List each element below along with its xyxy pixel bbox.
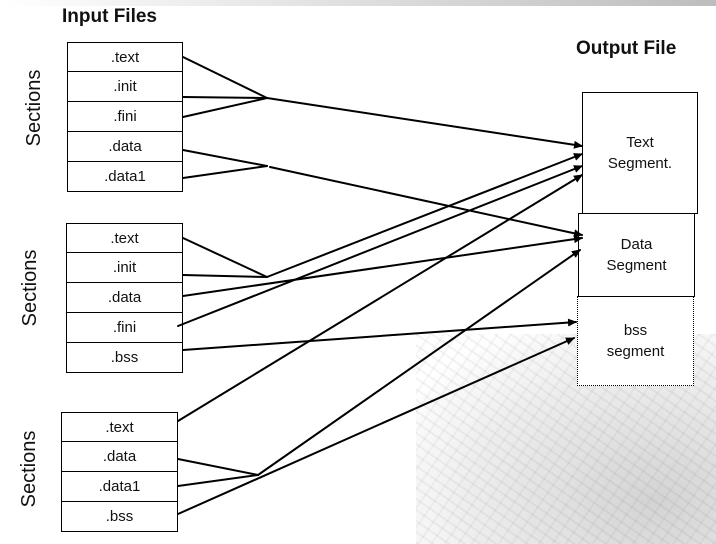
segment-name: bss — [623, 322, 648, 339]
wire-g2-text — [182, 237, 268, 278]
wire-g1-data — [182, 149, 268, 167]
input-files-heading: Input Files — [62, 6, 157, 27]
decorative-top-bar — [0, 0, 716, 6]
arrow-g3-text-to-text-segment — [177, 174, 583, 422]
output-file-heading: Output File — [576, 38, 677, 59]
arrow-g1-to-text-segment — [266, 97, 583, 149]
wire-g2-init — [182, 274, 268, 278]
arrow-g1-to-data-segment — [269, 166, 583, 238]
section-cell: .fini — [66, 313, 183, 343]
arrow-g2-fini-to-text-segment — [177, 165, 583, 327]
wire-g1-text — [182, 56, 268, 99]
section-cell: .bss — [61, 502, 178, 532]
segment-name: Segment. — [607, 155, 673, 172]
arrow-g2-data-to-data-segment — [182, 235, 583, 297]
arrow-g3-to-data-segment — [257, 249, 581, 476]
section-cell: .init — [67, 72, 183, 102]
output-data-segment: Data Segment — [578, 213, 695, 297]
arrow-g3-bss-to-bss-segment — [177, 337, 575, 515]
segment-name: Segment — [606, 257, 667, 274]
arrow-g2-to-text-segment — [266, 153, 583, 278]
section-cell: .init — [66, 253, 183, 283]
wire-g1-fini — [182, 97, 268, 118]
input-file-1-sections: .text .init .fini .data .data1 — [67, 42, 183, 192]
arrow-g2-bss-to-bss-segment — [182, 318, 577, 351]
section-cell: .data1 — [61, 472, 178, 502]
input-file-3-sections: .text .data .data1 .bss — [61, 412, 178, 532]
input-file-2-sections: .text .init .data .fini .bss — [66, 223, 183, 373]
segment-name: segment — [606, 343, 665, 360]
output-bss-segment: bss segment — [577, 296, 694, 386]
wire-g3-data — [177, 458, 259, 476]
segment-name: Data — [620, 236, 653, 253]
section-cell: .data — [67, 132, 183, 162]
section-cell: .data1 — [67, 162, 183, 192]
section-cell: .bss — [66, 343, 183, 373]
wire-g1-init — [182, 96, 268, 99]
section-cell: .text — [61, 412, 178, 442]
output-text-segment: Text Segment. — [582, 92, 698, 214]
wire-g3-data1 — [177, 474, 259, 487]
wire-g1-data1 — [182, 165, 268, 179]
section-cell: .data — [61, 442, 178, 472]
section-cell: .data — [66, 283, 183, 313]
segment-name: Text — [626, 134, 654, 151]
